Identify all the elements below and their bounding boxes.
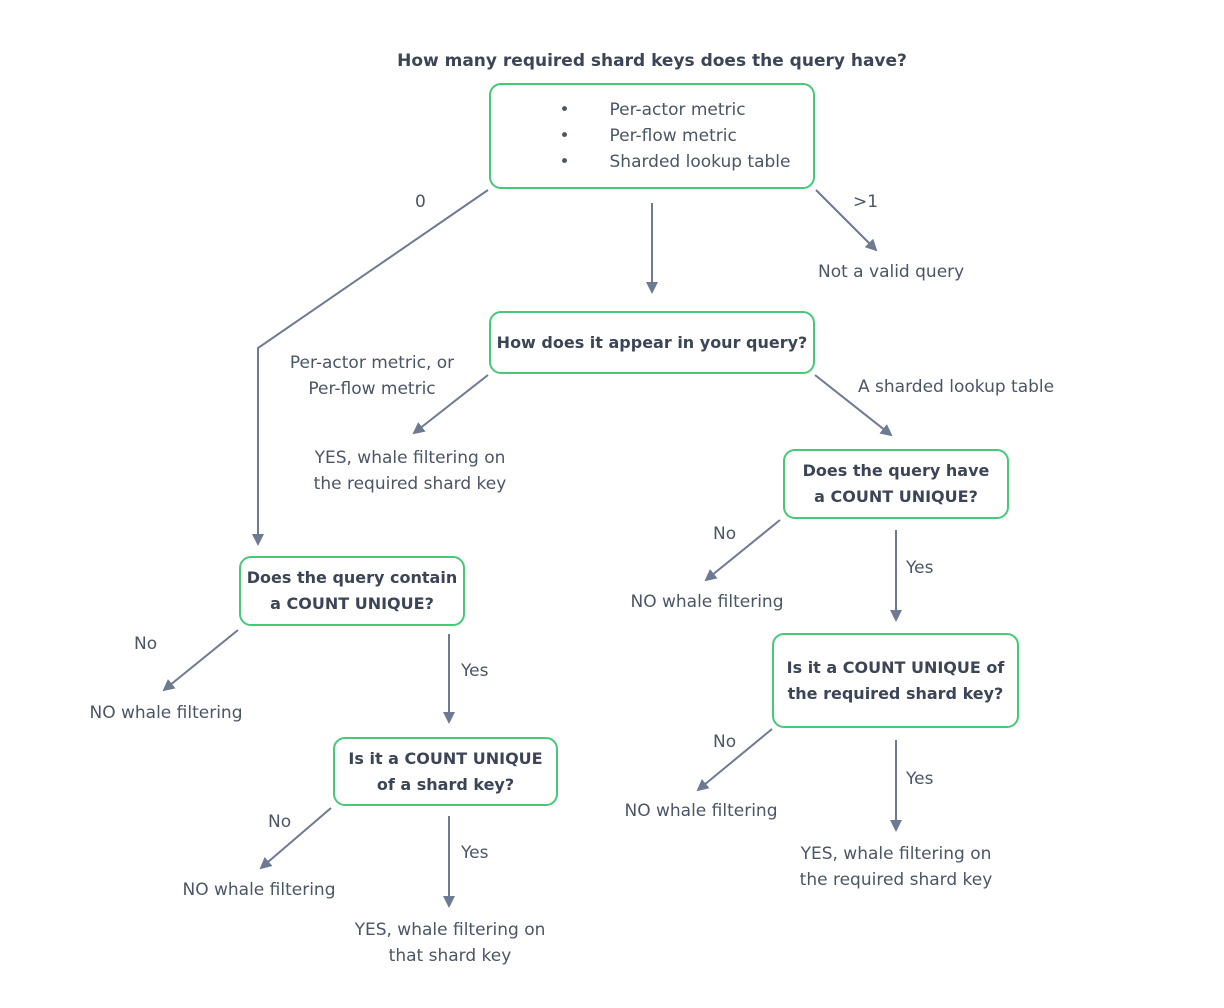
outcome-yes-required-2: YES, whale filtering on the required sha…	[800, 841, 993, 893]
node-line: Is it a COUNT UNIQUE of	[786, 657, 1005, 677]
list-item: • Sharded lookup table	[514, 149, 791, 175]
arrow-required-to-no	[696, 728, 773, 792]
edge-label-yes: Yes	[906, 558, 934, 578]
node-count-unique-required: Is it a COUNT UNIQUE of the required sha…	[772, 633, 1019, 728]
edge-label-per-metric-line2: Per-flow metric	[308, 379, 436, 399]
edge-label-more-than-one: >1	[853, 192, 879, 212]
edge-label-sharded-lookup: A sharded lookup table	[858, 377, 1055, 397]
arrow-contain-to-no	[162, 629, 239, 692]
edge-label-yes: Yes	[906, 769, 934, 789]
arrow-appear-to-yes	[412, 374, 489, 435]
outcome-yes-required-1: YES, whale filtering on the required sha…	[314, 445, 507, 497]
edge-label-no: No	[134, 634, 158, 654]
node-line: of a shard key?	[376, 774, 515, 794]
outcome-no-whale: NO whale filtering	[630, 592, 784, 612]
node-appear: How does it appear in your query?	[489, 311, 815, 374]
edge-label-no: No	[713, 524, 737, 544]
outcome-yes-that-shard-key: YES, whale filtering on that shard key	[355, 917, 546, 969]
node-contain-count-unique: Does the query contain a COUNT UNIQUE?	[239, 556, 465, 626]
outcome-line: the required shard key	[799, 870, 993, 890]
outcome-no-whale: NO whale filtering	[89, 703, 243, 723]
outcome-line: YES, whale filtering on	[314, 448, 506, 468]
outcome-no-whale: NO whale filtering	[624, 801, 778, 821]
bullet-icon: •	[559, 126, 570, 146]
arrow-have-to-no	[704, 519, 781, 582]
edge-label-yes: Yes	[461, 661, 489, 681]
edge-label-no: No	[713, 732, 737, 752]
outcome-line: YES, whale filtering on	[354, 920, 546, 940]
node-line: a COUNT UNIQUE?	[814, 487, 978, 506]
outcome-line: that shard key	[388, 946, 512, 966]
list-item-label: Per-actor metric	[609, 100, 746, 120]
root-item-list: • Per-actor metric • Per-flow metric • Shar…	[514, 97, 791, 175]
edge-label-zero: 0	[415, 192, 426, 212]
node-appear-label: How does it appear in your query?	[496, 332, 808, 352]
root-question: How many required shard keys does the qu…	[397, 51, 907, 71]
outcome-not-valid: Not a valid query	[818, 262, 965, 282]
node-line: Is it a COUNT UNIQUE	[348, 748, 543, 768]
list-item: • Per-flow metric	[514, 123, 791, 149]
node-count-unique-of-shard-key: Is it a COUNT UNIQUE of a shard key?	[333, 737, 558, 806]
arrow-root-to-contain	[252, 189, 489, 546]
root-box: • Per-actor metric • Per-flow metric • Shar…	[489, 83, 815, 189]
outcome-no-whale: NO whale filtering	[182, 880, 336, 900]
list-item-label: Per-flow metric	[609, 126, 737, 146]
bullet-icon: •	[559, 100, 570, 120]
node-line: the required shard key?	[787, 683, 1004, 703]
arrow-cuofshard-to-no	[259, 807, 332, 870]
outcome-line: the required shard key	[313, 474, 507, 494]
node-line: Does the query have	[802, 461, 990, 480]
bullet-icon: •	[559, 152, 570, 172]
arrow-root-to-invalid	[815, 189, 878, 252]
list-item-label: Sharded lookup table	[609, 152, 791, 172]
node-have-count-unique: Does the query have a COUNT UNIQUE?	[783, 449, 1009, 519]
edge-label-yes: Yes	[461, 843, 489, 863]
arrow-appear-to-have	[814, 374, 893, 437]
node-line: a COUNT UNIQUE?	[270, 594, 434, 613]
edge-label-no: No	[268, 812, 292, 832]
list-item: • Per-actor metric	[514, 97, 791, 123]
outcome-line: YES, whale filtering on	[800, 844, 992, 864]
edge-label-per-metric-line1: Per-actor metric, or	[289, 353, 455, 373]
node-line: Does the query contain	[246, 568, 458, 587]
